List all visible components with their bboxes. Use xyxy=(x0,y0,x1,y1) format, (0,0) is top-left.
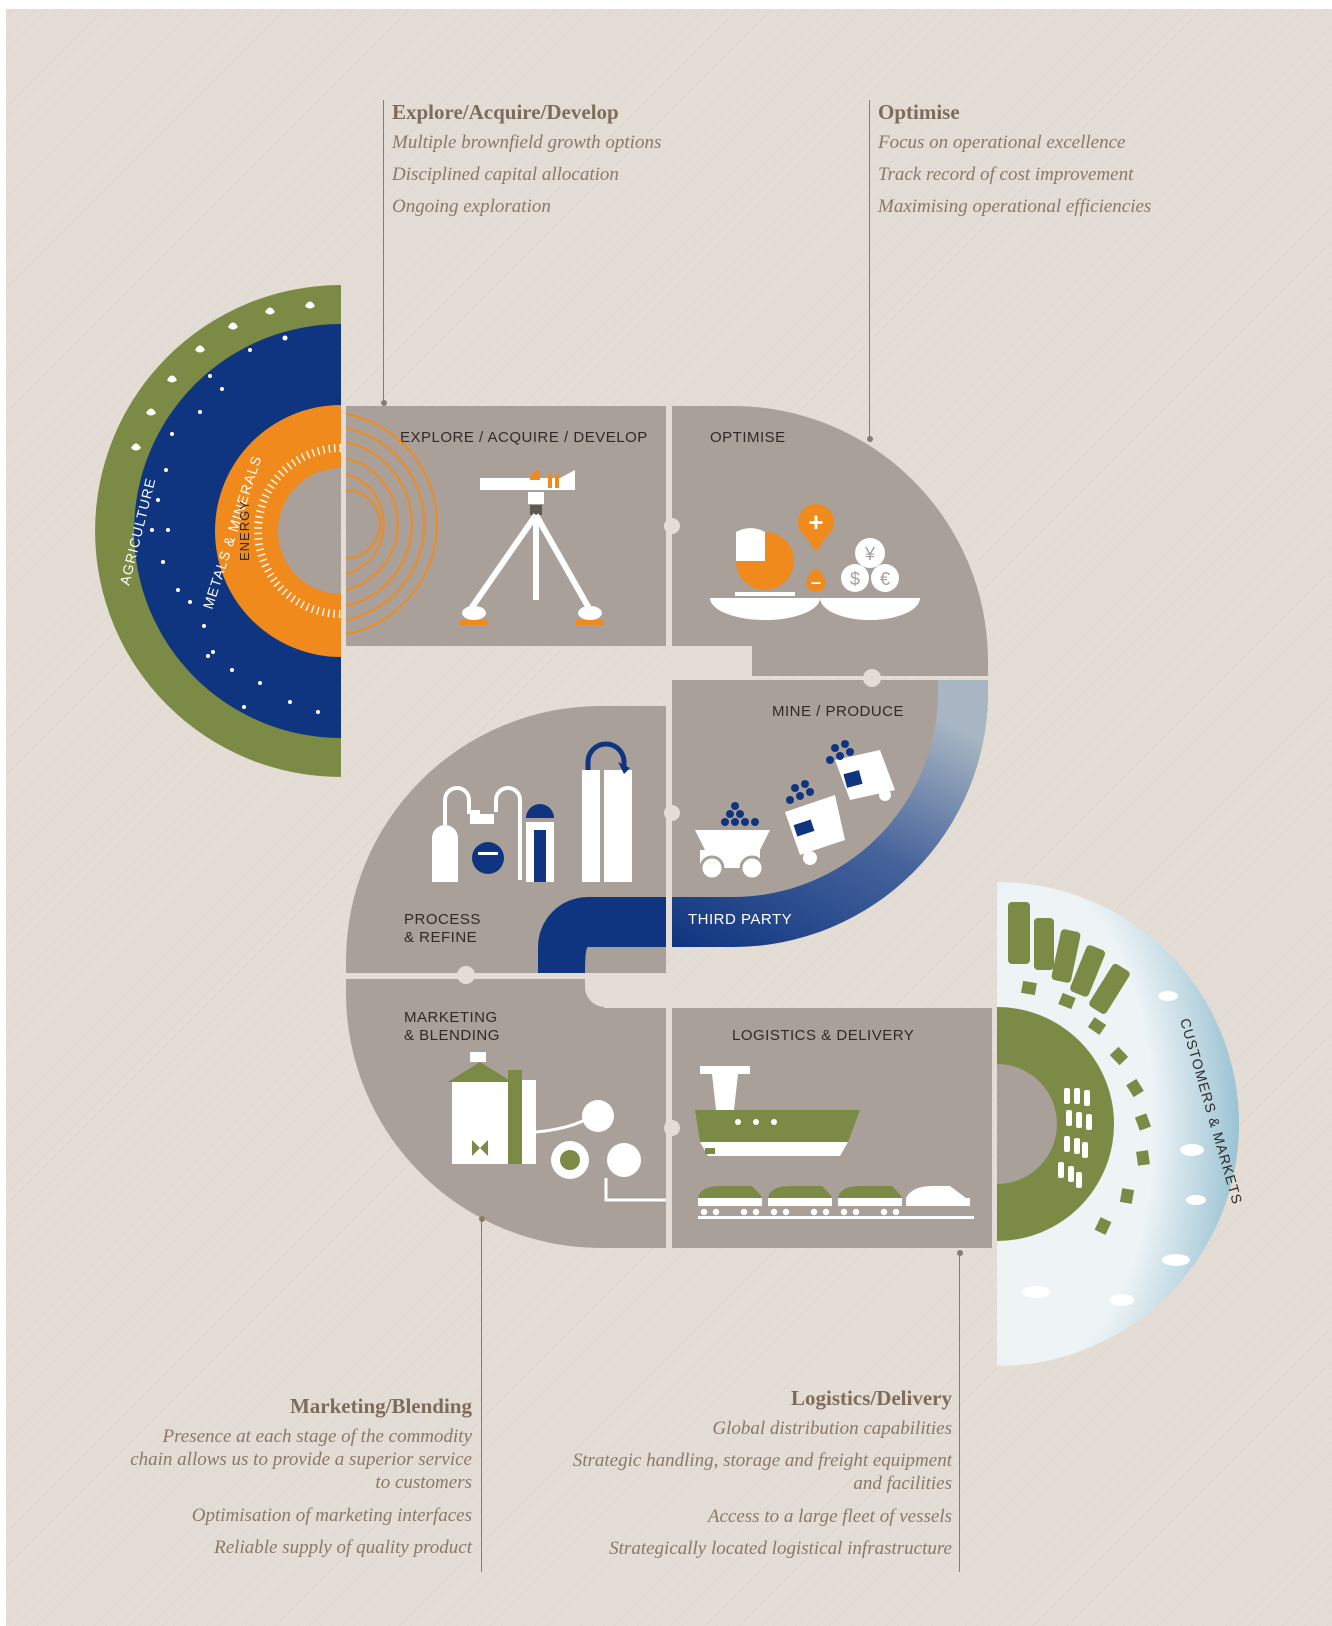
svg-text:–: – xyxy=(811,572,821,592)
stage-third-party-label: THIRD PARTY xyxy=(688,911,792,928)
callout-logistics: Logistics/Delivery Global distribution c… xyxy=(540,1386,952,1569)
svg-text:$: $ xyxy=(850,569,860,589)
energy-core xyxy=(278,468,341,594)
marketing-leader-line xyxy=(481,1218,482,1572)
haul-truck-icon xyxy=(695,740,895,881)
customers-rings: CUSTOMERS & MARKETS xyxy=(997,882,1246,1366)
stage-optimise-label: OPTIMISE xyxy=(710,429,786,446)
house-icons xyxy=(1021,980,1152,1235)
stage-logistics-label: LOGISTICS & DELIVERY xyxy=(732,1027,914,1044)
callout-marketing: Marketing/Blending Presence at each stag… xyxy=(120,1394,472,1568)
callout-logistics-item: Access to a large fleet of vessels xyxy=(707,1505,952,1527)
optimise-leader-dot xyxy=(867,436,873,442)
callout-explore-item: Ongoing exploration xyxy=(392,196,551,218)
callout-marketing-title: Marketing/Blending xyxy=(289,1394,472,1418)
seismic-waves-icon xyxy=(345,413,438,635)
stage-marketing-label-1: MARKETING xyxy=(404,1009,498,1026)
city-icon xyxy=(1008,902,1130,1014)
optimise-leader-line xyxy=(869,100,870,438)
scales-icon: + – ¥ $ € xyxy=(710,504,920,620)
stage-process-label-1: PROCESS xyxy=(404,911,481,928)
callout-marketing-item: Reliable supply of quality product xyxy=(214,1536,472,1558)
callout-optimise-item: Maximising operational efficiencies xyxy=(878,196,1152,218)
cloud-icons xyxy=(1022,991,1206,1306)
stage-marketing-label-2: & BLENDING xyxy=(404,1027,500,1044)
resource-rings: AGRICULTURE METALS & MINERALS ENERGY xyxy=(95,285,342,777)
train-icon xyxy=(698,1186,974,1219)
third-party-band xyxy=(672,680,988,947)
callout-logistics-item: Global distribution capabilities xyxy=(712,1418,952,1439)
explore-leader-line xyxy=(383,100,384,402)
people-icons xyxy=(1058,1088,1092,1188)
stage-mine-label: MINE / PRODUCE xyxy=(772,703,904,720)
drill-rig-icon xyxy=(460,470,604,625)
callout-optimise-item: Track record of cost improvement xyxy=(878,164,1134,186)
marketing-leader-dot xyxy=(479,1216,485,1222)
third-party-band-left xyxy=(538,897,672,973)
energy-label: ENERGY xyxy=(237,500,252,561)
logistics-leader-line xyxy=(959,1252,960,1572)
callout-explore-item: Disciplined capital allocation xyxy=(392,164,619,186)
svg-text:+: + xyxy=(808,507,823,537)
logistics-leader-dot xyxy=(957,1250,963,1256)
callout-marketing-item: Optimisation of marketing interfaces xyxy=(191,1504,472,1526)
callout-logistics-item: Strategic handling, storage and freight … xyxy=(572,1450,952,1495)
svg-text:¥: ¥ xyxy=(864,544,876,564)
callout-marketing-item: Presence at each stage of the commodity … xyxy=(130,1426,472,1494)
callout-explore: Explore/Acquire/Develop Multiple brownfi… xyxy=(392,100,752,228)
svg-text:€: € xyxy=(880,569,890,589)
refinery-icon xyxy=(432,741,632,882)
callout-explore-item: Multiple brownfield growth options xyxy=(392,132,662,153)
callout-explore-title: Explore/Acquire/Develop xyxy=(392,100,619,124)
blending-plant-icon xyxy=(448,1052,666,1202)
callout-optimise-item: Focus on operational excellence xyxy=(878,132,1126,153)
explore-leader-dot xyxy=(381,400,387,406)
customers-ring xyxy=(997,882,1239,1366)
ship-icon xyxy=(695,1066,860,1156)
callout-optimise: Optimise Focus on operational excellence… xyxy=(878,100,1238,228)
tile-explore xyxy=(346,406,666,646)
callout-logistics-item: Strategically located logistical infrast… xyxy=(609,1537,952,1559)
stage-process-label-2: & REFINE xyxy=(404,929,477,946)
callout-logistics-title: Logistics/Delivery xyxy=(791,1386,952,1410)
stage-explore-label: EXPLORE / ACQUIRE / DEVELOP xyxy=(400,429,648,446)
wheat-icon xyxy=(131,301,315,451)
callout-optimise-title: Optimise xyxy=(878,100,960,124)
